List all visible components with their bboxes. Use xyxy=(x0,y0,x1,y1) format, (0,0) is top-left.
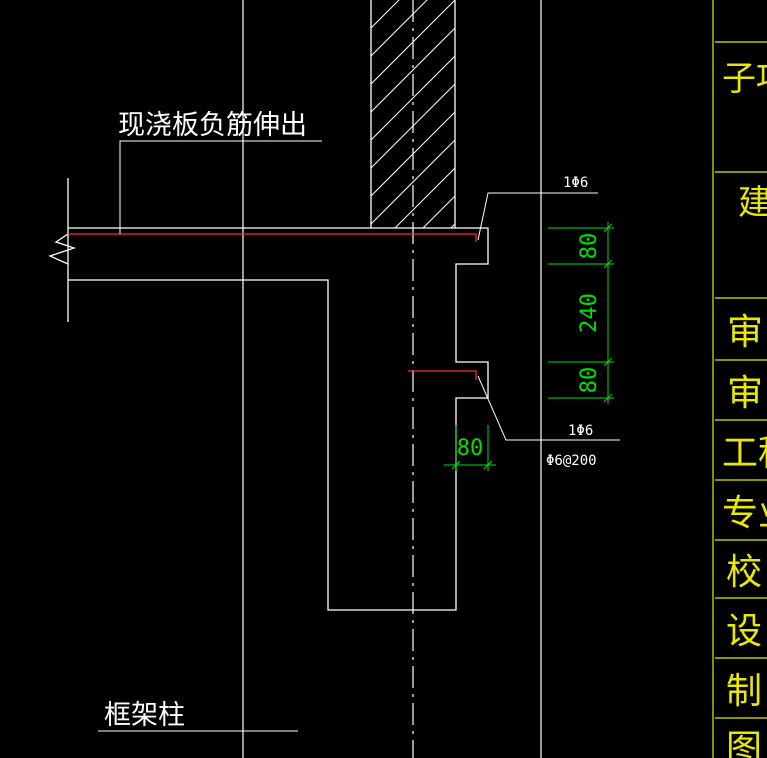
rebars xyxy=(68,233,477,380)
slab-negative-rebar xyxy=(68,233,477,242)
break-zigzag xyxy=(48,233,77,265)
title-cell-1: 子项 xyxy=(722,59,767,99)
rebar-bottom-leader xyxy=(477,375,620,441)
title-cell-10: 图 xyxy=(726,728,762,758)
title-cell-8: 设 xyxy=(726,611,762,652)
dim-middle-240: 240 xyxy=(577,293,602,333)
slab-note-leader xyxy=(119,140,322,234)
title-cell-4: 审 xyxy=(727,373,763,414)
dim-top-80: 80 xyxy=(577,233,602,260)
slab-rebar-note: 现浇板负筋伸出 xyxy=(118,110,307,141)
title-cell-9: 制 xyxy=(726,671,762,712)
rebar-bottom-label: 1Φ6 xyxy=(568,423,593,439)
rebar-top-label: 1Φ6 xyxy=(563,175,588,191)
hatched-wall xyxy=(370,0,456,228)
title-cell-5: 工程 xyxy=(722,433,767,474)
title-cell-6: 专业 xyxy=(722,493,767,534)
rebar-top-leader xyxy=(477,192,598,241)
title-cell-2: 建筑 xyxy=(738,183,767,223)
dim-bottom-80: 80 xyxy=(577,367,602,394)
stirrup-label: Φ6@200 xyxy=(546,453,597,469)
leader-lines xyxy=(98,140,620,732)
title-cell-3: 审 xyxy=(727,312,763,353)
title-block-frame xyxy=(712,0,767,758)
beam-bottom-rebar xyxy=(408,370,477,380)
dim-width-80: 80 xyxy=(457,436,484,461)
column-note: 框架柱 xyxy=(104,700,185,731)
title-cell-7: 校 xyxy=(726,552,762,593)
slab-beam-outline xyxy=(48,178,489,611)
dimension-lines xyxy=(444,222,614,471)
